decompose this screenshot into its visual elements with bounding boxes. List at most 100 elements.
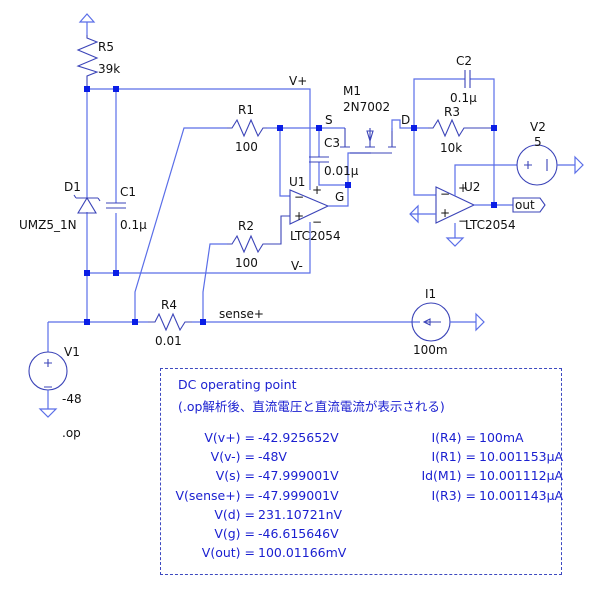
current-value: 10.001153μA — [479, 449, 564, 464]
value-i1: 100m — [413, 343, 448, 357]
label-u1: U1 — [289, 175, 305, 189]
voltage-label: V(s) = — [215, 468, 255, 483]
junction-dots — [84, 86, 497, 325]
resistor-r1[interactable] — [227, 118, 267, 138]
label-r5: R5 — [98, 40, 114, 54]
resistor-r2[interactable] — [227, 215, 290, 254]
value-c2: 0.1μ — [450, 91, 477, 105]
current-value: 100mA — [479, 430, 524, 445]
voltage-value: -42.925652V — [258, 430, 339, 445]
voltage-value: 231.10721nV — [258, 507, 343, 522]
svg-text:+: + — [294, 209, 304, 223]
results-panel — [160, 368, 562, 575]
value-r1: 100 — [235, 140, 258, 154]
wire-drain — [391, 119, 428, 131]
voltage-label: V(g) = — [214, 526, 255, 541]
wire-u2-vminus — [445, 223, 465, 247]
voltage-label: V(v+) = — [204, 430, 255, 445]
label-m1: M1 — [343, 84, 361, 98]
value-u2: LTC2054 — [465, 218, 516, 232]
label-vplus: V+ — [289, 74, 307, 88]
label-vminus: V- — [291, 259, 303, 273]
label-c2: C2 — [456, 54, 472, 68]
wire-c3 — [318, 128, 348, 186]
label-v2: V2 — [530, 120, 546, 134]
voltage-value: -48V — [258, 449, 287, 464]
current-label: Id(M1) = — [421, 468, 476, 483]
label-s: S — [325, 113, 333, 127]
wire-r2-left — [202, 243, 227, 322]
value-r2: 100 — [235, 256, 258, 270]
voltage-value: -47.999001V — [258, 468, 339, 483]
current-value: 10.001143μA — [479, 488, 564, 503]
voltage-label: V(v-) = — [210, 449, 255, 464]
wire-r1-left — [134, 127, 227, 322]
svg-text:−: − — [440, 187, 450, 201]
wire-u1-minus — [279, 128, 290, 197]
svg-text:+: + — [440, 206, 450, 220]
resistor-r5[interactable] — [76, 35, 99, 89]
value-v1: -48 — [62, 392, 82, 406]
label-r2: R2 — [238, 219, 254, 233]
voltage-source-v1[interactable] — [28, 351, 68, 391]
value-c3: 0.01μ — [324, 164, 359, 178]
results-subtitle: (.op解析後、直流電圧と直流電流が表示される) — [178, 399, 445, 414]
label-r3: R3 — [444, 105, 460, 119]
value-c1: 0.1μ — [120, 218, 147, 232]
svg-text:+: + — [458, 181, 468, 195]
label-v1: V1 — [64, 345, 80, 359]
label-c3: C3 — [324, 136, 340, 150]
opamp-u1[interactable] — [289, 189, 330, 225]
wire-u2-plus — [409, 204, 436, 224]
resistor-r3[interactable] — [428, 118, 494, 138]
mosfet-m1[interactable] — [340, 128, 396, 154]
voltage-value: 100.01166mV — [258, 545, 347, 560]
svg-text:−: − — [458, 214, 468, 228]
voltage-label: V(d) = — [214, 507, 255, 522]
label-g: G — [335, 190, 344, 204]
capacitor-c1[interactable] — [106, 202, 126, 209]
label-out: out — [515, 198, 535, 212]
current-label: I(R3) = — [431, 488, 476, 503]
out-port[interactable] — [512, 197, 546, 213]
label-c1: C1 — [120, 185, 136, 199]
ground-symbol-i1 — [450, 312, 485, 332]
value-r5: 39k — [98, 62, 120, 76]
label-u2: U2 — [464, 180, 480, 194]
capacitor-c3[interactable] — [309, 156, 329, 163]
resistor-r4[interactable] — [148, 312, 192, 332]
value-m1: 2N7002 — [343, 100, 390, 114]
label-r1: R1 — [238, 103, 254, 117]
voltage-value: -46.615646V — [258, 526, 339, 541]
ground-symbol-top — [78, 13, 96, 35]
voltage-value: -47.999001V — [258, 488, 339, 503]
wire-vplus — [87, 88, 311, 190]
value-r4: 0.01 — [155, 334, 182, 348]
current-value: 10.001112μA — [479, 468, 564, 483]
svg-text:−: − — [312, 215, 322, 229]
results-title: DC operating point — [178, 377, 297, 392]
current-label: I(R4) = — [431, 430, 476, 445]
current-label: I(R1) = — [431, 449, 476, 464]
wire-u2-minus — [413, 128, 436, 196]
op-directive[interactable]: .op — [62, 426, 81, 440]
zener-d1[interactable] — [73, 194, 101, 214]
voltage-label: V(sense+) = — [175, 488, 255, 503]
svg-text:−: − — [294, 190, 304, 204]
capacitor-c2[interactable] — [464, 70, 471, 88]
ground-symbol-v2 — [557, 155, 584, 175]
wire-u2-vplus — [454, 164, 517, 196]
label-r4: R4 — [161, 298, 177, 312]
voltage-source-v2[interactable] — [516, 144, 558, 186]
voltage-label: V(out) = — [201, 545, 255, 560]
wire-vminus — [87, 222, 311, 274]
value-d1: UMZ5_1N — [19, 218, 77, 232]
value-v2: 5 — [534, 135, 542, 149]
svg-text:+: + — [312, 183, 322, 197]
value-u1: LTC2054 — [290, 229, 341, 243]
label-i1: I1 — [425, 287, 436, 301]
label-d1: D1 — [64, 180, 81, 194]
value-r3: 10k — [440, 141, 462, 155]
ground-symbol-v1 — [38, 390, 58, 418]
